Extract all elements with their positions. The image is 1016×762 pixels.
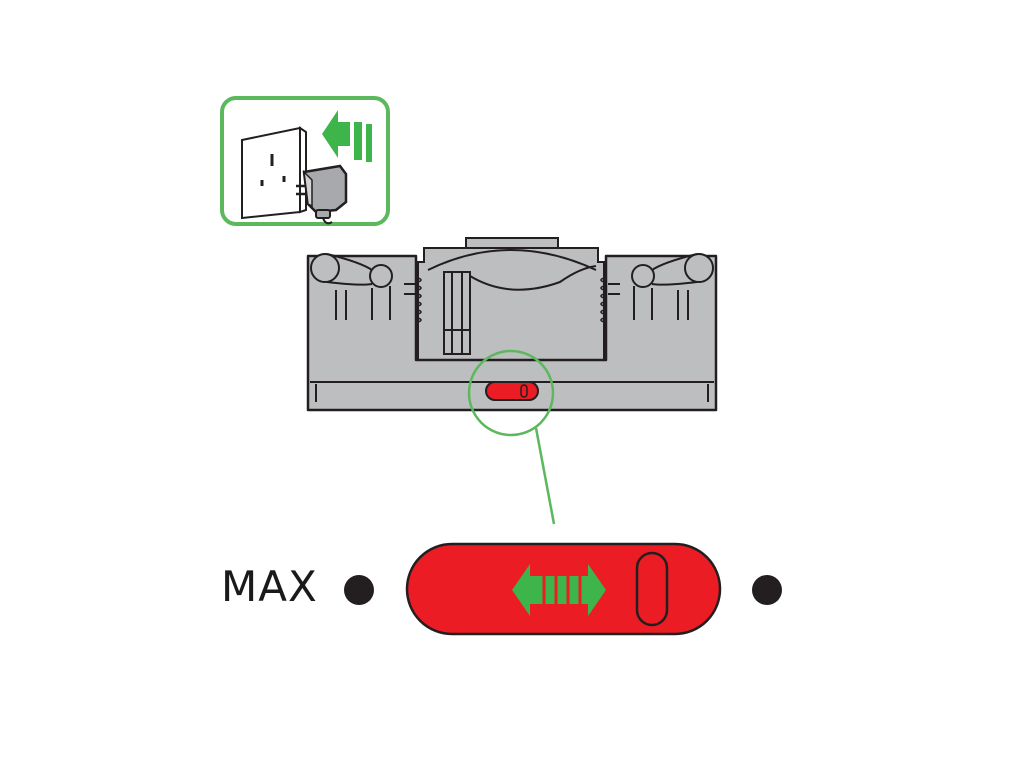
- power-switch-enlarged: [344, 542, 782, 636]
- callout-leader-line: [534, 427, 556, 525]
- dock-switch-indicator: [485, 381, 539, 401]
- charging-dock: [306, 237, 718, 412]
- plug-in-inset: [220, 96, 390, 226]
- dock-left-wing: [310, 253, 416, 320]
- push-arrow-icon: [322, 110, 372, 162]
- slide-direction-arrow-icon: [512, 564, 606, 616]
- slider-grip: [635, 551, 669, 627]
- callout-circle: [467, 349, 555, 437]
- wall-socket-icon: [241, 126, 307, 220]
- dock-right-wing: [608, 253, 714, 320]
- min-dot: [752, 575, 782, 605]
- zoom-callout: [467, 349, 556, 525]
- max-label: MAX: [221, 562, 318, 611]
- plug-adapter-icon: [296, 164, 348, 225]
- max-dot: [344, 575, 374, 605]
